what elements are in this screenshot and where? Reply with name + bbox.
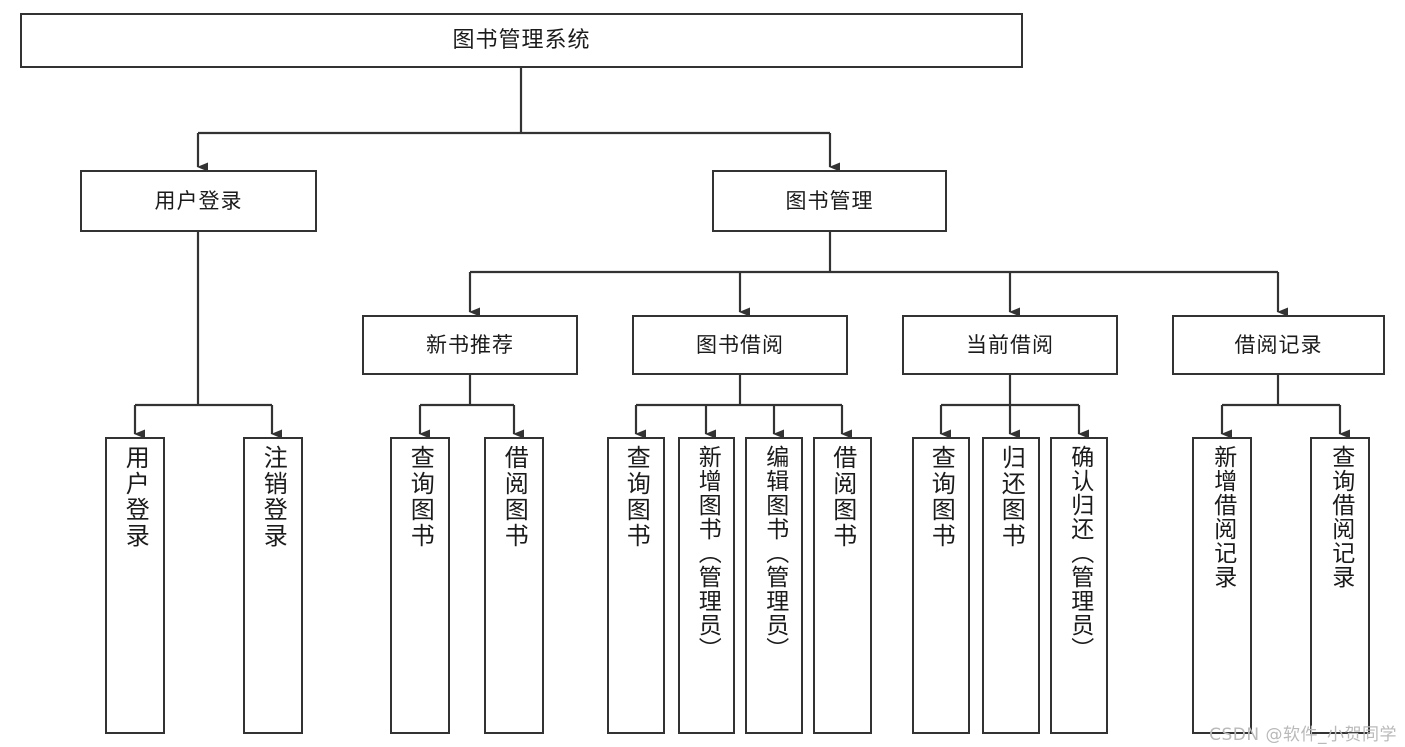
node-label: 当前借阅 — [966, 332, 1054, 357]
node-label: 借阅图书 — [500, 445, 529, 549]
leaf-user-login-logout[interactable]: 注销登录 — [243, 437, 303, 734]
node-label: 图书借阅 — [696, 332, 784, 357]
leaf-book-borrow-edit-book-admin[interactable]: 编辑图书（管理员） — [745, 437, 803, 734]
node-book-borrow[interactable]: 图书借阅 — [632, 315, 848, 375]
node-user-login[interactable]: 用户登录 — [80, 170, 317, 232]
node-root-book-management-system[interactable]: 图书管理系统 — [20, 13, 1023, 68]
node-label: 查询图书 — [927, 445, 956, 549]
node-new-book-recommend[interactable]: 新书推荐 — [362, 315, 578, 375]
node-label: 用户登录 — [121, 445, 150, 549]
node-label: 编辑图书（管理员） — [761, 445, 788, 661]
leaf-borrow-record-add-record[interactable]: 新增借阅记录 — [1192, 437, 1252, 734]
node-label: 新增借阅记录 — [1209, 445, 1236, 589]
leaf-book-borrow-add-book-admin[interactable]: 新增图书（管理员） — [678, 437, 735, 734]
node-current-borrow[interactable]: 当前借阅 — [902, 315, 1118, 375]
node-label: 图书管理 — [785, 188, 874, 213]
node-label: 图书管理系统 — [452, 27, 591, 53]
node-borrow-record[interactable]: 借阅记录 — [1172, 315, 1385, 375]
node-book-management[interactable]: 图书管理 — [712, 170, 947, 232]
node-label: 查询借阅记录 — [1327, 445, 1354, 589]
node-label: 注销登录 — [259, 445, 288, 549]
node-label: 借阅图书 — [828, 445, 857, 549]
node-label: 查询图书 — [406, 445, 435, 549]
node-label: 借阅记录 — [1234, 332, 1323, 357]
csdn-watermark: CSDN @软件_小贺同学 — [1209, 725, 1397, 745]
leaf-current-borrow-return-book[interactable]: 归还图书 — [982, 437, 1040, 734]
leaf-new-book-query-book[interactable]: 查询图书 — [390, 437, 450, 734]
node-label: 新书推荐 — [426, 332, 514, 357]
leaf-new-book-borrow-book[interactable]: 借阅图书 — [484, 437, 544, 734]
node-label: 新增图书（管理员） — [694, 445, 721, 661]
node-label: 确认归还（管理员） — [1066, 445, 1093, 661]
leaf-user-login-login[interactable]: 用户登录 — [105, 437, 165, 734]
leaf-borrow-record-query-record[interactable]: 查询借阅记录 — [1310, 437, 1370, 734]
node-label: 查询图书 — [622, 445, 651, 549]
leaf-book-borrow-borrow-book[interactable]: 借阅图书 — [813, 437, 872, 734]
leaf-current-borrow-confirm-return-admin[interactable]: 确认归还（管理员） — [1050, 437, 1108, 734]
node-label: 用户登录 — [154, 188, 243, 213]
leaf-book-borrow-query-book[interactable]: 查询图书 — [607, 437, 665, 734]
leaf-current-borrow-query-book[interactable]: 查询图书 — [912, 437, 970, 734]
node-label: 归还图书 — [997, 445, 1026, 549]
